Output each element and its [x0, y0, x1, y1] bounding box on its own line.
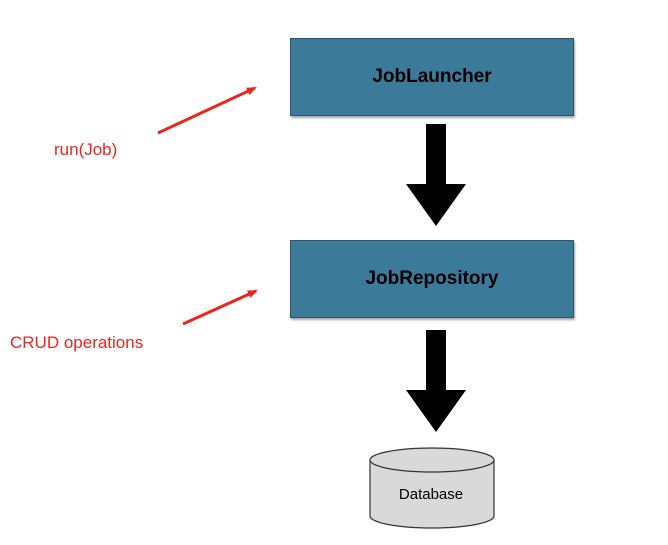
- run-annotation-arrow: [157, 86, 257, 135]
- run-job-annotation: run(Job): [54, 140, 118, 159]
- database-label: Database: [398, 486, 464, 503]
- database-cylinder-icon: [369, 447, 495, 529]
- flow-arrow-launcher-to-repository: [406, 124, 466, 226]
- flow-arrow-repository-to-database: [406, 330, 466, 432]
- crud-operations-annotation: CRUD operations: [10, 333, 144, 352]
- job-launcher-box: JobLauncher: [290, 38, 574, 116]
- job-repository-label: JobRepository: [365, 268, 499, 289]
- job-launcher-label: JobLauncher: [372, 66, 492, 87]
- crud-annotation-arrow: [182, 289, 258, 326]
- job-repository-box: JobRepository: [290, 240, 574, 318]
